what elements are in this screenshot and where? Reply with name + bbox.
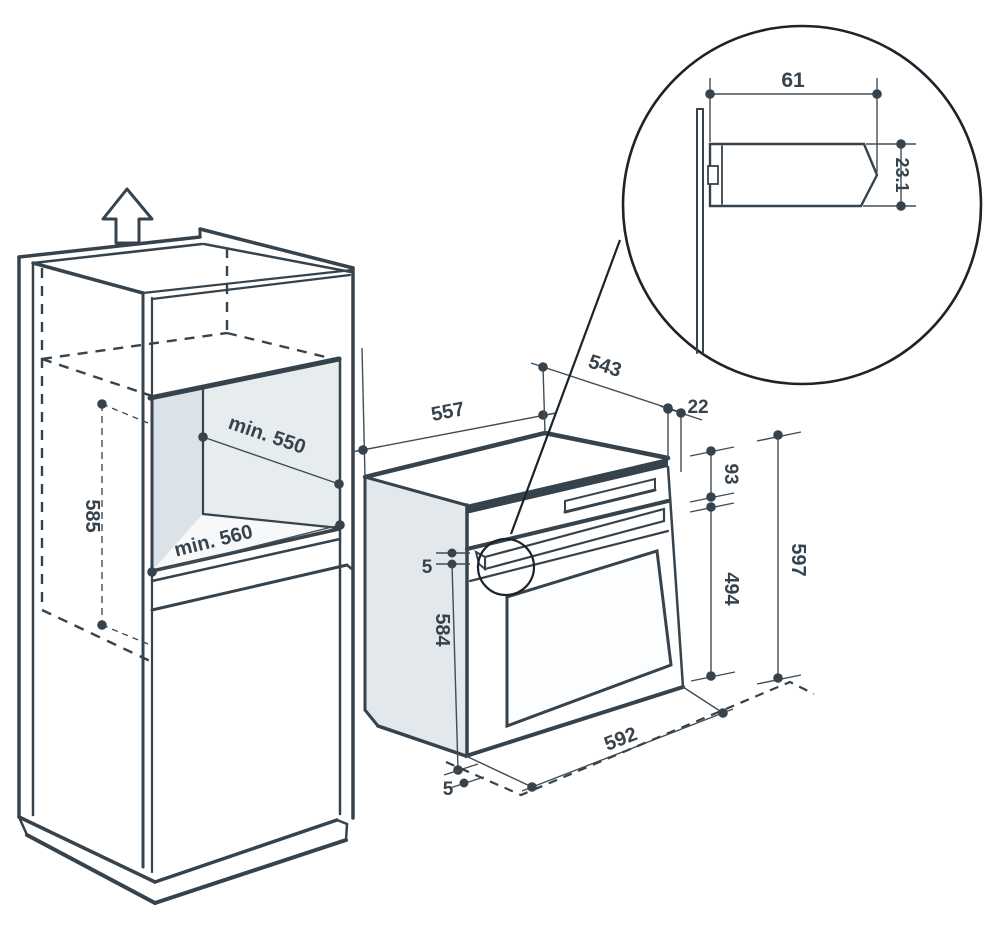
- oven-dimensions: 557 543 22 93 494 597 5: [351, 347, 815, 800]
- dim-label-niche-height: 585: [81, 499, 103, 532]
- dim-label-bottom-gap: 5: [443, 779, 454, 800]
- dim-label-door-height: 494: [720, 572, 742, 606]
- dim-label-oven-front-width: 592: [601, 723, 640, 755]
- handle-detail-callout: 61 23.1: [476, 24, 983, 597]
- dim-label-oven-total-height: 597: [787, 543, 809, 576]
- dim-label-top-gap: 5: [422, 557, 433, 578]
- dim-label-door-protrusion: 22: [687, 397, 708, 418]
- handle-profile: [708, 142, 879, 208]
- handle-cross-section: [696, 108, 879, 354]
- dim-label-control-panel-height: 93: [720, 463, 741, 484]
- built-in-oven: [362, 414, 685, 758]
- arrow-up-icon: [101, 187, 154, 245]
- cabinet-hidden-edges: [40, 248, 339, 663]
- niche-floor: [152, 514, 339, 571]
- niche-back-wall: [203, 359, 339, 528]
- oven-top-trim: [466, 458, 668, 514]
- handle-mount-block: [707, 165, 719, 185]
- oven-door-window: [505, 549, 673, 729]
- dim-label-handle-profile-height: 23.1: [892, 157, 912, 192]
- oven-top-face: [365, 433, 668, 505]
- callout-source-circle: [476, 537, 536, 597]
- dim-label-oven-top-width: 557: [429, 398, 466, 426]
- dim-label-oven-top-depth: 543: [586, 351, 625, 382]
- cabinet-front-reference-line: [445, 680, 815, 797]
- niche-left-wall: [152, 388, 203, 571]
- dim-label-oven-body-height: 584: [431, 613, 453, 647]
- oven-side-panel: [365, 477, 466, 756]
- callout-leader-line: [509, 239, 622, 535]
- dim-label-handle-depth: 61: [781, 69, 805, 92]
